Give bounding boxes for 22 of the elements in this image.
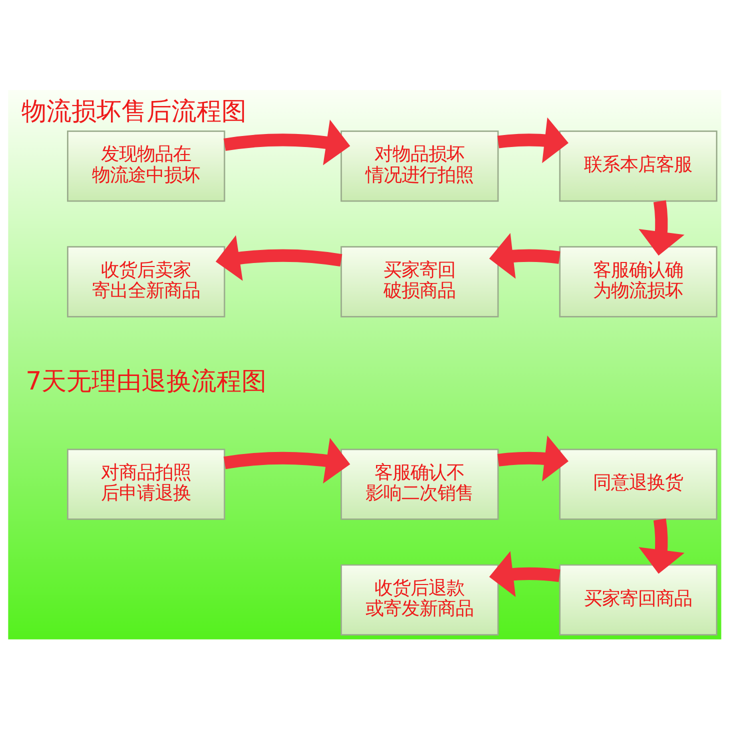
node-box: 客服确认不影响二次销售 <box>340 448 499 520</box>
arrow <box>224 438 350 484</box>
diagram-title: 物流损坏售后流程图 <box>22 96 247 126</box>
node-box: 联系本店客服 <box>559 130 718 202</box>
arrow <box>638 200 684 256</box>
arrow <box>489 551 560 597</box>
arrow <box>224 120 350 166</box>
node-box: 同意退换货 <box>559 448 718 520</box>
label: 7天无理由退换流程图 <box>26 366 267 396</box>
arrow <box>497 436 568 482</box>
node-box: 对商品拍照后申请退换 <box>67 448 226 520</box>
node-box: 收货后卖家寄出全新商品 <box>67 246 226 318</box>
arrow <box>489 233 560 279</box>
node-box: 客服确认确为物流损坏 <box>559 246 718 318</box>
node-box: 对物品损坏情况进行拍照 <box>340 130 499 202</box>
node-box: 收货后退款或寄发新商品 <box>340 564 499 636</box>
arrow <box>216 235 342 281</box>
arrow <box>497 117 568 164</box>
arrow <box>638 518 684 574</box>
node-box: 发现物品在物流途中损坏 <box>67 130 226 202</box>
node-box: 买家寄回破损商品 <box>340 246 499 318</box>
node-box: 买家寄回商品 <box>559 564 718 636</box>
